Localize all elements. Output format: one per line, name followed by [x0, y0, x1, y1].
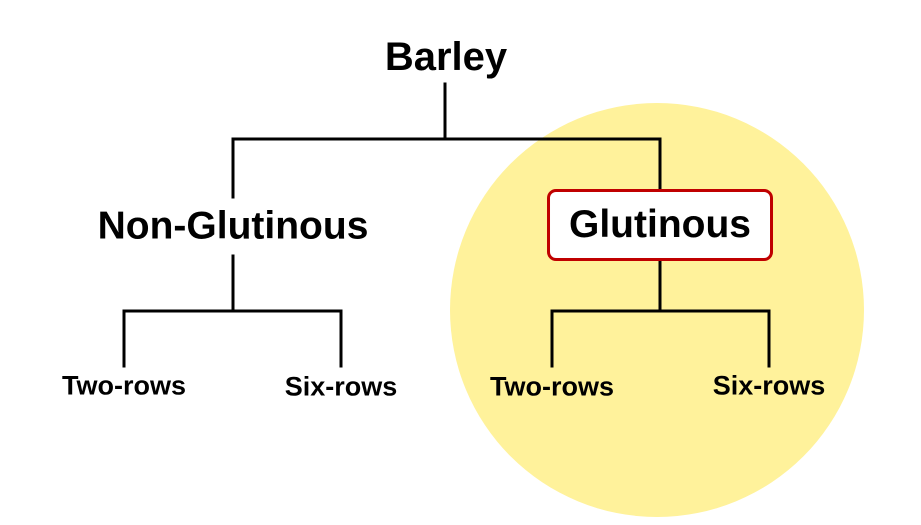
leaf-node-non-glutinous-six-rows: Six-rows	[284, 371, 398, 402]
branch-node-glutinous: Glutinous	[547, 189, 773, 261]
branch-node-non-glutinous: Non-Glutinous	[97, 204, 369, 248]
connector-lines	[122, 82, 771, 368]
leaf-node-glutinous-two-rows: Two-rows	[490, 371, 614, 402]
root-node-barley: Barley	[384, 35, 508, 79]
leaf-node-glutinous-six-rows: Six-rows	[712, 370, 826, 401]
leaf-node-non-glutinous-two-rows: Two-rows	[62, 370, 186, 401]
